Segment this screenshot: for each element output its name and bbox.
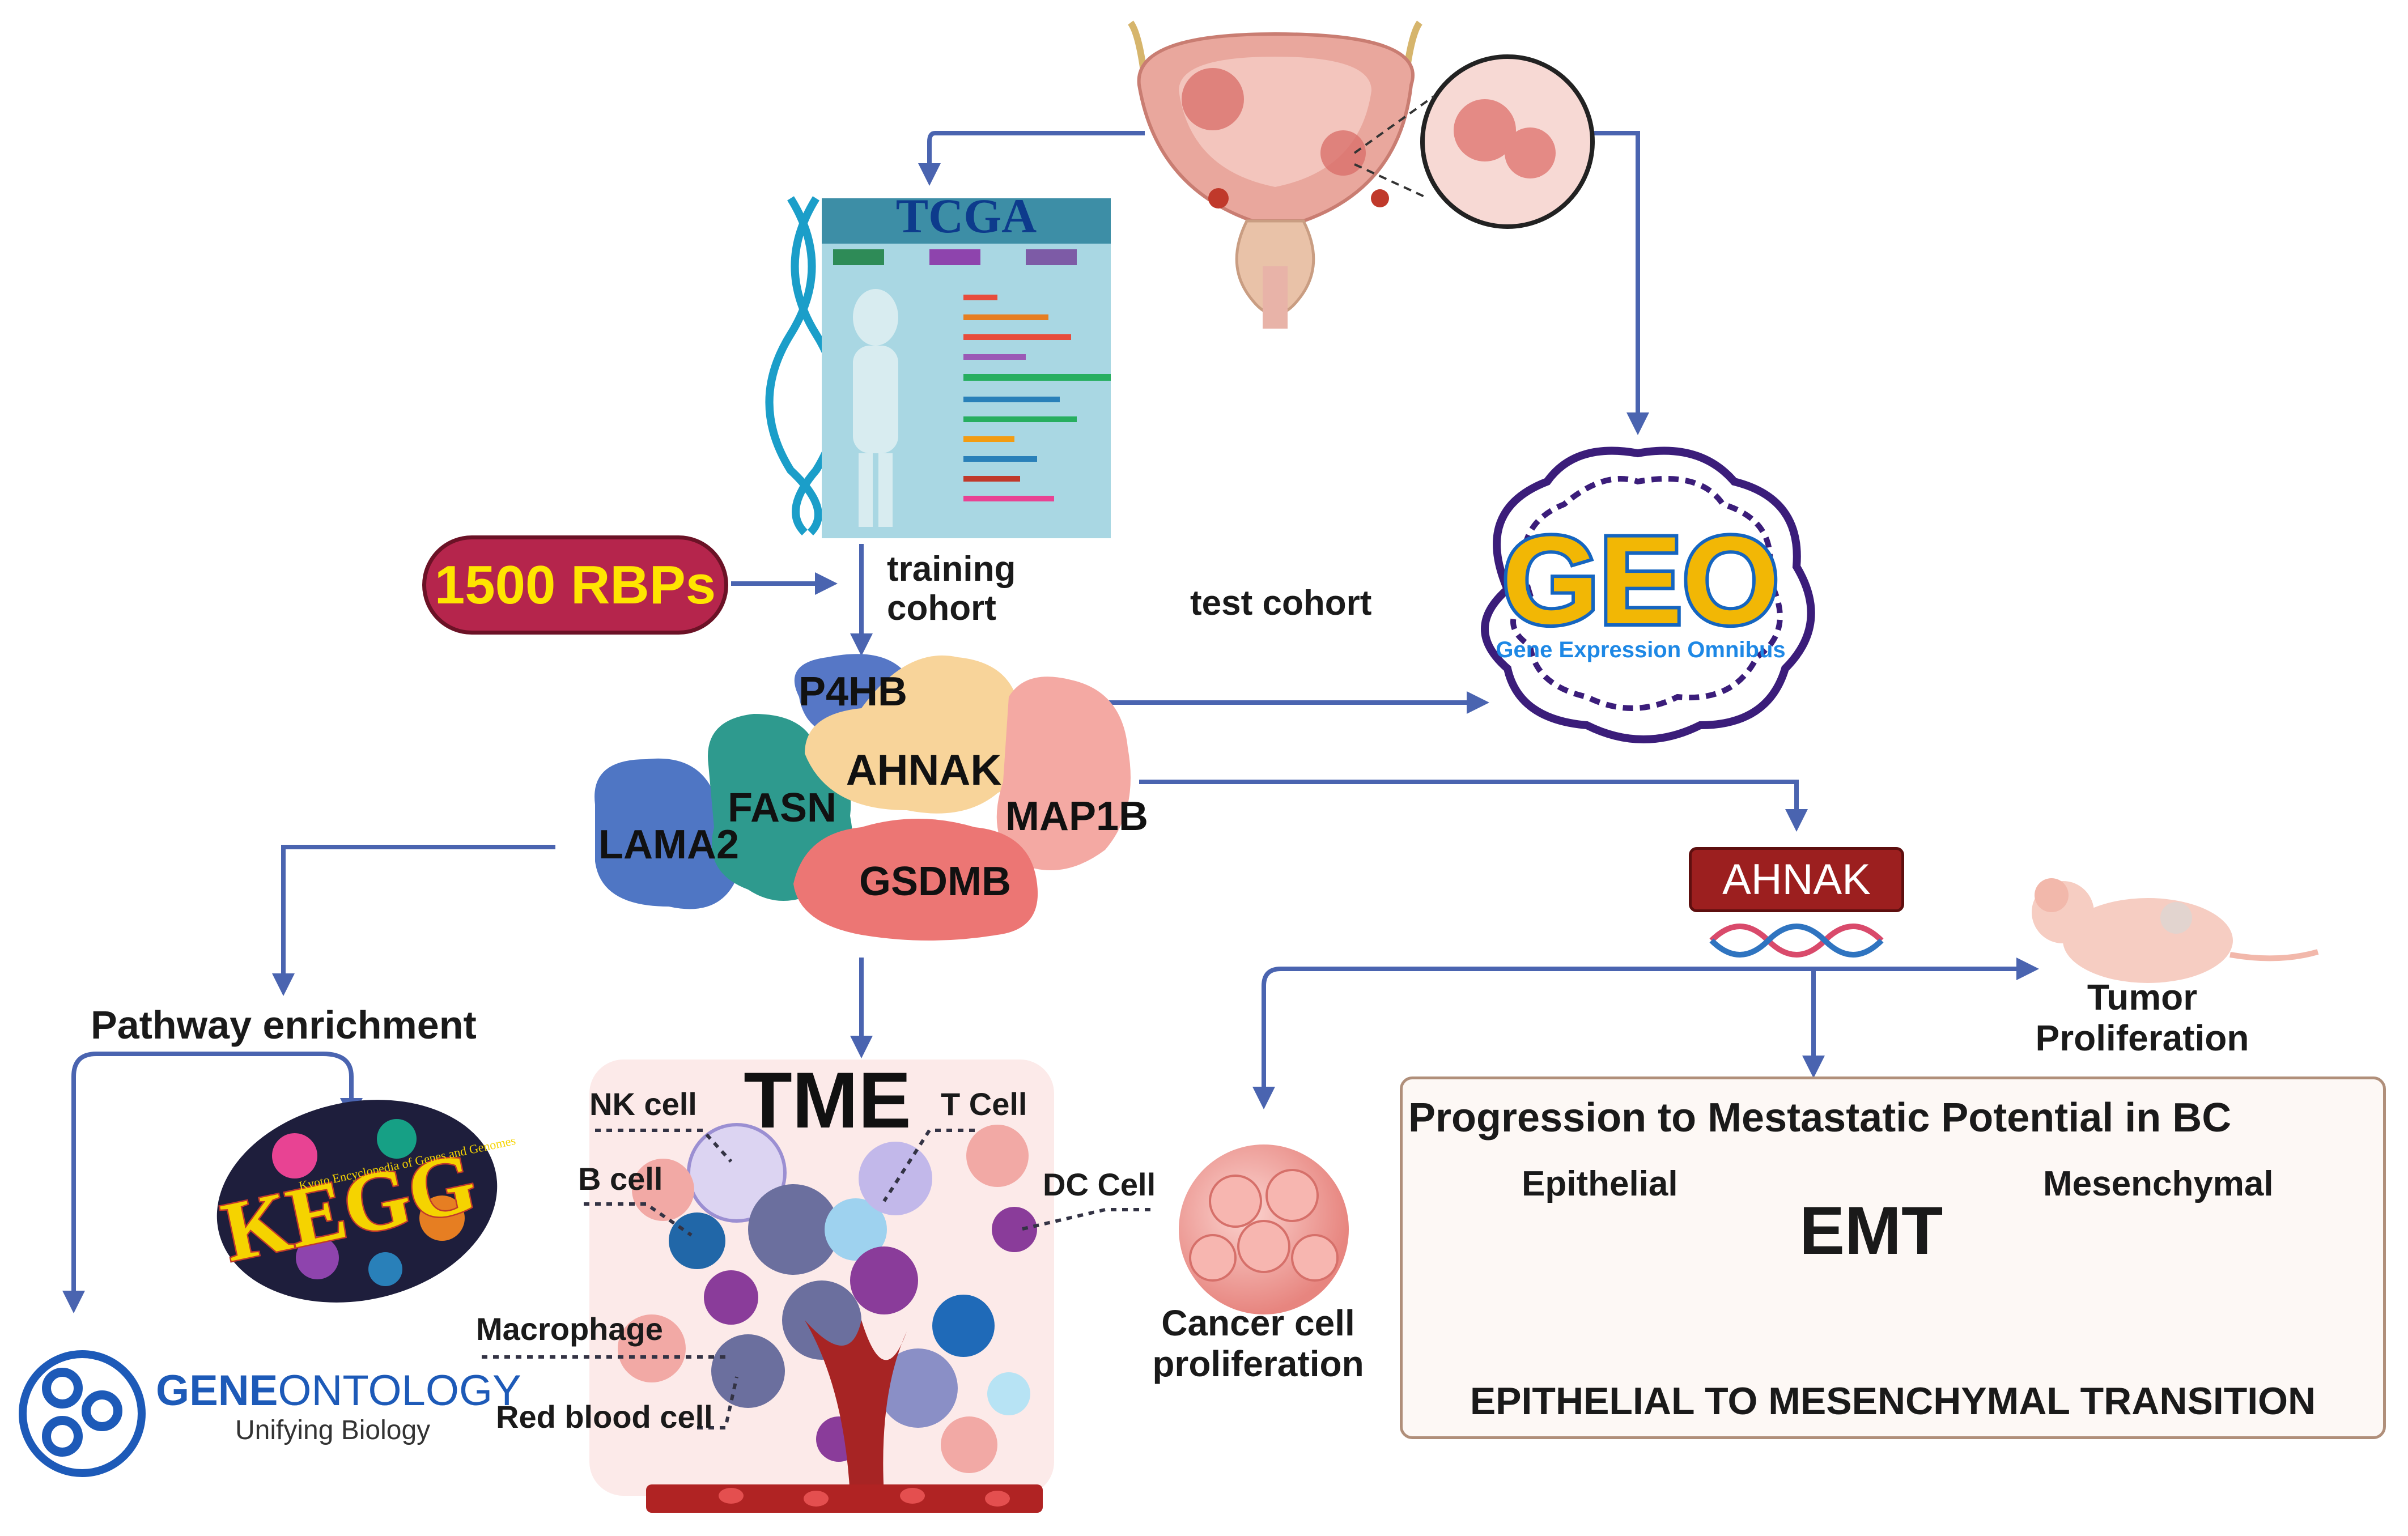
gene-ontology-name: GENEONTOLOGY	[156, 1367, 521, 1415]
cancer-cell-cluster	[1179, 1144, 1349, 1314]
protein-complex	[594, 654, 1131, 941]
emt-center-label: EMT	[1799, 1193, 1943, 1269]
arrow-proteins-to-ahnak	[1139, 780, 1808, 832]
tme-label-t-cell: T Cell	[941, 1086, 1027, 1122]
arrow-bladder-to-geo	[1587, 131, 1649, 435]
emt-panel-title: Progression to Mestastatic Potential in …	[1408, 1095, 2232, 1141]
tumor-proliferation-label: Tumor Proliferation	[2035, 977, 2249, 1058]
tme-title: TME	[744, 1056, 911, 1144]
protein-label-p4hb: P4HB	[799, 669, 907, 714]
tme-label-nk-cell: NK cell	[589, 1086, 697, 1122]
geo-full-name: Gene Expression Omnibus	[1496, 637, 1785, 662]
training-cohort-label: training cohort	[887, 550, 1016, 628]
protein-label-fasn: FASN	[728, 785, 836, 831]
test-cohort-label: test cohort	[1190, 584, 1372, 623]
ahnak-box: AHNAK	[1689, 847, 1904, 912]
pathway-enrichment-label: Pathway enrichment	[91, 1003, 477, 1047]
arrow-lama2-to-pathway	[272, 845, 555, 996]
arrow-pathway-split	[62, 1052, 317, 1313]
go-name-bold: GENE	[156, 1367, 278, 1415]
protein-label-map1b: MAP1B	[1005, 794, 1148, 839]
bladder-illustration	[1127, 20, 1595, 329]
rbps-pill: 1500 RBPs	[422, 535, 728, 635]
protein-label-lama2: LAMA2	[598, 822, 739, 867]
protein-label-gsdmb: GSDMB	[859, 859, 1011, 904]
epithelial-label: Epithelial	[1522, 1164, 1678, 1203]
tme-label-red-blood-cell: Red blood cell	[496, 1399, 713, 1435]
emt-footer-label: EPITHELIAL TO MESENCHYMAL TRANSITION	[1470, 1380, 2316, 1423]
gene-ontology-logo	[19, 1350, 146, 1477]
go-name-rest: ONTOLOGY	[278, 1367, 521, 1415]
mesenchymal-label: Mesenchymal	[2043, 1164, 2274, 1203]
protein-label-ahnak: AHNAK	[846, 746, 1002, 794]
cancer-proliferation-label: Cancer cell proliferation	[1152, 1303, 1364, 1384]
tme-illustration	[589, 1060, 1054, 1513]
geo-logo-text: GEO	[1502, 510, 1780, 650]
tme-label-macrophage: Macrophage	[476, 1311, 663, 1347]
tme-leader-lines	[482, 1129, 1150, 1429]
tcga-title: TCGA	[896, 189, 1037, 243]
arrow-pathway-to-kegg-2	[317, 1052, 363, 1121]
kegg-logo	[216, 1100, 498, 1303]
arrow-ahnak-to-cancer	[1252, 967, 1780, 1109]
ahnak-dna	[1709, 924, 1884, 958]
rbps-label: 1500 RBPs	[434, 554, 716, 615]
tme-label-b-cell: B cell	[578, 1161, 663, 1197]
geo-logo	[1481, 446, 1815, 743]
gene-ontology-tagline: Unifying Biology	[235, 1415, 430, 1445]
ahnak-box-label: AHNAK	[1722, 856, 1871, 904]
emt-panel: Progression to Mestastatic Potential in …	[1400, 1077, 2386, 1439]
tcga-panel	[765, 196, 1111, 538]
mouse-illustration	[2032, 878, 2319, 983]
connector-arrows	[62, 131, 2039, 1313]
tme-label-dc-cell: DC Cell	[1043, 1167, 1156, 1202]
arrow-bladder-to-tcga	[918, 131, 1145, 186]
